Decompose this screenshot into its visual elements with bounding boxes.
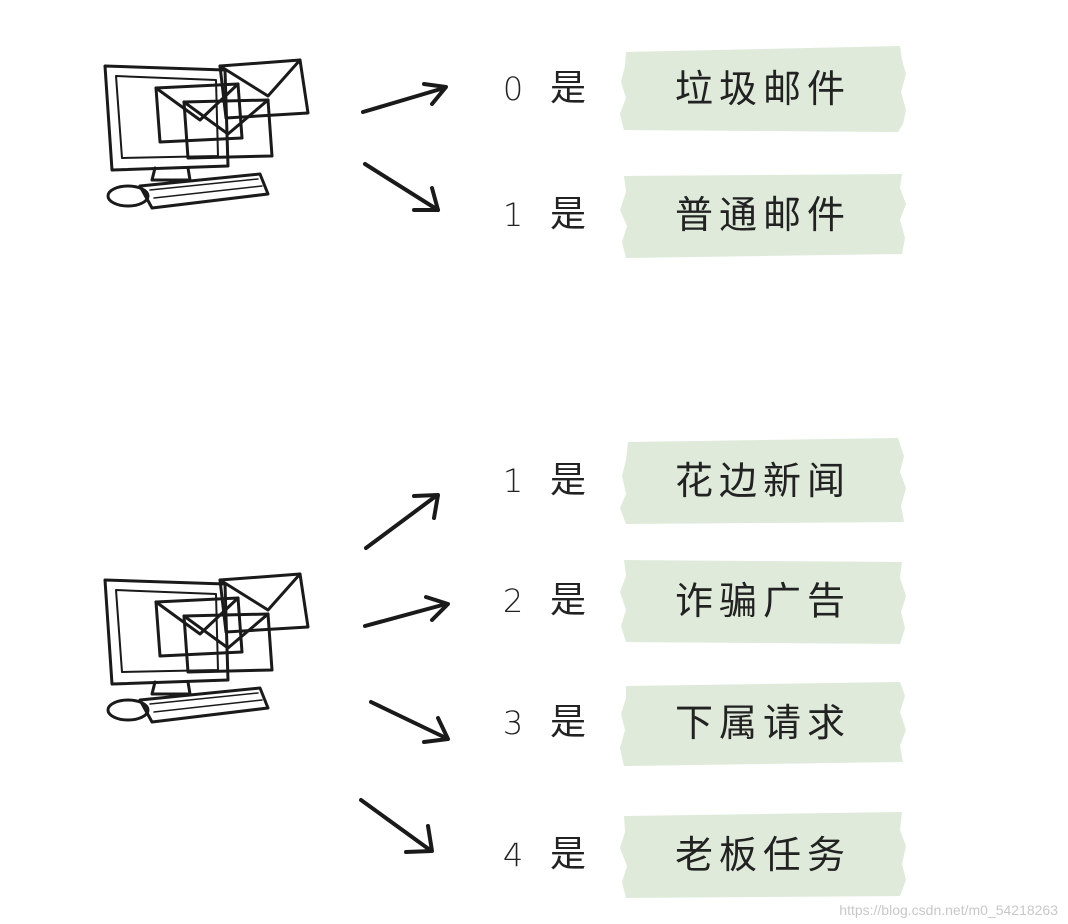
class-tag-text: 老板任务 xyxy=(674,833,851,877)
watermark: https://blog.csdn.net/m0_54218263 xyxy=(839,902,1058,918)
class-tag-text: 下属请求 xyxy=(674,701,851,745)
class-connector: 是 xyxy=(549,460,586,501)
label-row: 0 是 垃圾邮件 xyxy=(498,44,918,134)
class-tag: 老板任务 xyxy=(620,810,906,900)
class-connector: 是 xyxy=(549,834,586,875)
label-row: 4 是 老板任务 xyxy=(498,810,918,900)
class-number: 1 xyxy=(502,462,524,500)
class-number: 1 xyxy=(502,196,524,234)
class-connector: 是 xyxy=(549,194,586,235)
label-row: 2 是 诈骗广告 xyxy=(498,556,918,646)
computer-envelopes-icon xyxy=(100,58,340,218)
arrow-down-icon xyxy=(368,698,458,748)
class-tag: 普通邮件 xyxy=(620,170,906,260)
label-row: 1 是 花边新闻 xyxy=(498,436,918,526)
class-number: 0 xyxy=(502,70,524,108)
class-number: 3 xyxy=(502,704,524,742)
class-tag: 花边新闻 xyxy=(620,436,906,526)
class-tag-text: 花边新闻 xyxy=(674,459,851,503)
arrow-down-icon xyxy=(362,160,462,220)
class-tag-text: 诈骗广告 xyxy=(674,579,851,623)
arrow-up-icon xyxy=(362,490,452,555)
class-tag: 诈骗广告 xyxy=(620,556,906,646)
label-row: 1 是 普通邮件 xyxy=(498,170,918,260)
class-connector: 是 xyxy=(549,580,586,621)
class-number: 2 xyxy=(502,582,524,620)
class-tag-text: 普通邮件 xyxy=(674,193,851,237)
class-connector: 是 xyxy=(549,702,586,743)
class-tag: 下属请求 xyxy=(620,678,906,768)
class-number: 4 xyxy=(502,836,524,874)
class-tag-text: 垃圾邮件 xyxy=(674,67,851,111)
class-tag: 垃圾邮件 xyxy=(620,44,906,134)
arrow-right-icon xyxy=(362,592,457,632)
arrow-up-icon xyxy=(360,80,460,125)
label-row: 3 是 下属请求 xyxy=(498,678,918,768)
arrow-down-steep-icon xyxy=(358,796,448,858)
class-connector: 是 xyxy=(549,68,586,109)
computer-envelopes-icon xyxy=(100,572,340,732)
